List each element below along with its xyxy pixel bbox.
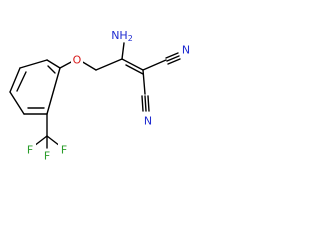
fluorine-1-label: F [24,143,36,157]
nitrile-group-1 [142,52,181,71]
nitrile-2-triple-bond-a [141,95,144,112]
nitrile-group-2 [141,69,150,112]
nitrile-1-nitrogen-text: N [182,44,190,57]
nitrile-1-single-bond [142,59,167,71]
benzene-ring [9,59,61,115]
nitrile-2-nitrogen-text: N [144,115,152,128]
oxygen-text: O [73,54,82,67]
fluorine-3-label: F [41,149,53,163]
ring-double-bond-3 [47,65,56,74]
fluorine-1-text: F [27,144,33,157]
ch2-to-enamine-bond [95,58,123,71]
chemical-structure: NH2 O N N F F F [9,28,192,163]
nitrile-1-triple-bond-c [167,58,181,65]
alkene-double-bond [125,64,144,75]
nitrile-1-label: N [180,43,192,57]
nitrile-2-triple-bond-b [144,95,147,112]
amino-subscript: 2 [128,34,133,43]
nitrile-2-label: N [142,114,154,128]
ring-to-oxygen-bond [59,60,74,69]
ring-bond-4 [9,91,25,115]
cf3-bond-left [33,135,48,147]
nitrile-2-triple-bond-c [147,95,150,112]
fluorine-2-text: F [61,144,67,157]
amino-text: NH [111,29,128,42]
fluorine-2-label: F [58,143,70,157]
oxygen-to-ch2-bond [80,60,97,71]
svg-text:NH2: NH2 [111,29,133,43]
amino-label: NH2 [111,28,136,43]
cf3-bond-right [46,135,61,147]
enamine-to-amino-bond [121,42,125,60]
ring-bond-2 [19,59,48,69]
nitrile-1-triple-bond-a [165,52,179,59]
fluorine-3-text: F [44,150,50,163]
alkene-bond [121,58,144,71]
oxygen-label: O [71,54,83,68]
ring-double-bond-1 [16,71,27,92]
nitrile-2-single-bond [142,69,146,95]
ring-bond-3 [9,67,21,93]
ring-bond-6 [46,67,61,115]
ring-bond-1 [46,59,61,69]
nitrile-1-triple-bond-b [166,55,180,62]
